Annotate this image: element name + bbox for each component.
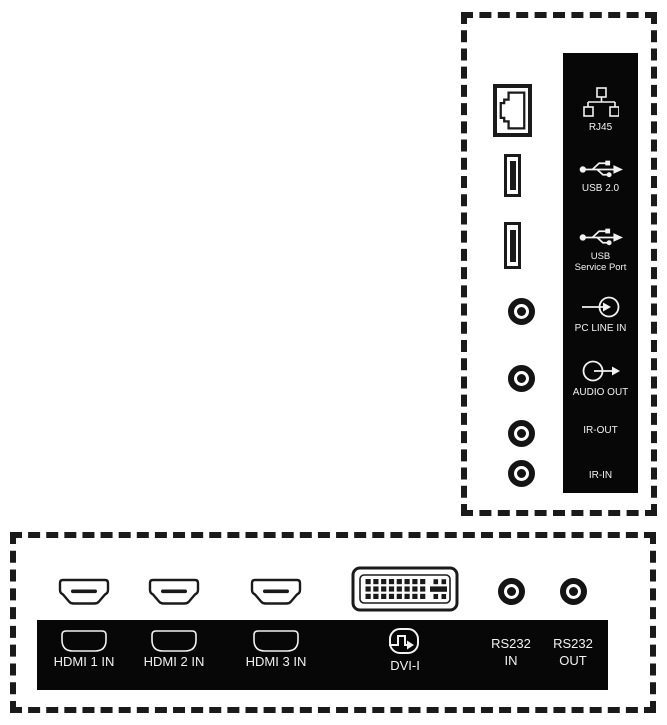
pc-line-in-jack: [508, 298, 535, 325]
dvi-label: DVI-I: [390, 658, 420, 673]
network-icon: [582, 87, 619, 117]
usb-service-port: [504, 222, 521, 269]
hdmi-connector-icon: [151, 630, 197, 652]
rj45-port: [493, 84, 532, 137]
usb20-label: USB 2.0: [581, 183, 620, 194]
rs232-in-jack: [498, 578, 525, 605]
rs232-in-label-line1: RS232: [491, 636, 531, 651]
usb-icon: [579, 160, 623, 178]
hdmi2-label: HDMI 2 IN: [143, 654, 205, 669]
side-label-strip: RJ45 USB 2.0: [563, 53, 638, 493]
hdmi-connector-icon: [61, 630, 107, 652]
rs232-out-label-group: RS232 OUT: [538, 636, 608, 668]
hdmi2-port: [148, 578, 200, 605]
audio-out-label: AUDIO OUT: [572, 387, 629, 398]
bottom-label-strip: HDMI 1 IN HDMI 2 IN HDMI 3 IN DVI-I RS23…: [37, 620, 608, 690]
dvi-port: [351, 566, 459, 612]
ir-in-label: IR-IN: [588, 470, 613, 481]
usb20-label-group: USB 2.0: [563, 157, 638, 194]
hdmi3-port: [250, 578, 302, 605]
rj45-jack-shape: [499, 91, 526, 130]
hdmi1-label: HDMI 1 IN: [53, 654, 115, 669]
rj45-label-group: RJ45: [563, 87, 638, 133]
hdmi1-label-group: HDMI 1 IN: [39, 630, 129, 669]
ir-out-jack: [508, 420, 535, 447]
hdmi3-label-group: HDMI 3 IN: [231, 630, 321, 669]
rs232-out-label-line1: RS232: [553, 636, 593, 651]
rs232-out-label-line2: OUT: [559, 653, 587, 668]
hdmi1-port: [58, 578, 110, 605]
pc-line-in-label: PC LINE IN: [574, 323, 627, 334]
ir-in-jack: [508, 460, 535, 487]
usb-tongue: [509, 229, 516, 262]
dvi-analog-block: [430, 579, 447, 599]
dvi-pin-grid: [365, 579, 426, 599]
line-in-icon: [581, 296, 619, 318]
hdmi-connector-icon: [253, 630, 299, 652]
usb-service-label-group: USB Service Port: [563, 225, 638, 273]
hdmi2-label-group: HDMI 2 IN: [129, 630, 219, 669]
ir-out-label: IR-OUT: [583, 425, 618, 436]
audio-out-jack: [508, 365, 535, 392]
signal-wave-icon: [389, 628, 419, 654]
rs232-out-jack: [560, 578, 587, 605]
ir-in-label-group: IR-IN: [563, 470, 638, 481]
hdmi3-label: HDMI 3 IN: [245, 654, 307, 669]
pc-line-in-label-group: PC LINE IN: [563, 294, 638, 334]
rj45-label: RJ45: [588, 122, 613, 133]
usb-port: [504, 154, 521, 197]
rs232-in-label-group: RS232 IN: [476, 636, 546, 668]
dvi-label-group: DVI-I: [360, 626, 450, 673]
ir-out-label-group: IR-OUT: [563, 425, 638, 436]
audio-out-icon: [582, 360, 620, 382]
usb-icon: [579, 228, 623, 246]
usb-service-label-line2: Service Port: [574, 262, 627, 273]
rs232-in-label-line2: IN: [504, 653, 518, 668]
usb-tongue: [509, 161, 516, 190]
usb-service-label-line1: USB: [590, 251, 611, 262]
audio-out-label-group: AUDIO OUT: [563, 358, 638, 398]
